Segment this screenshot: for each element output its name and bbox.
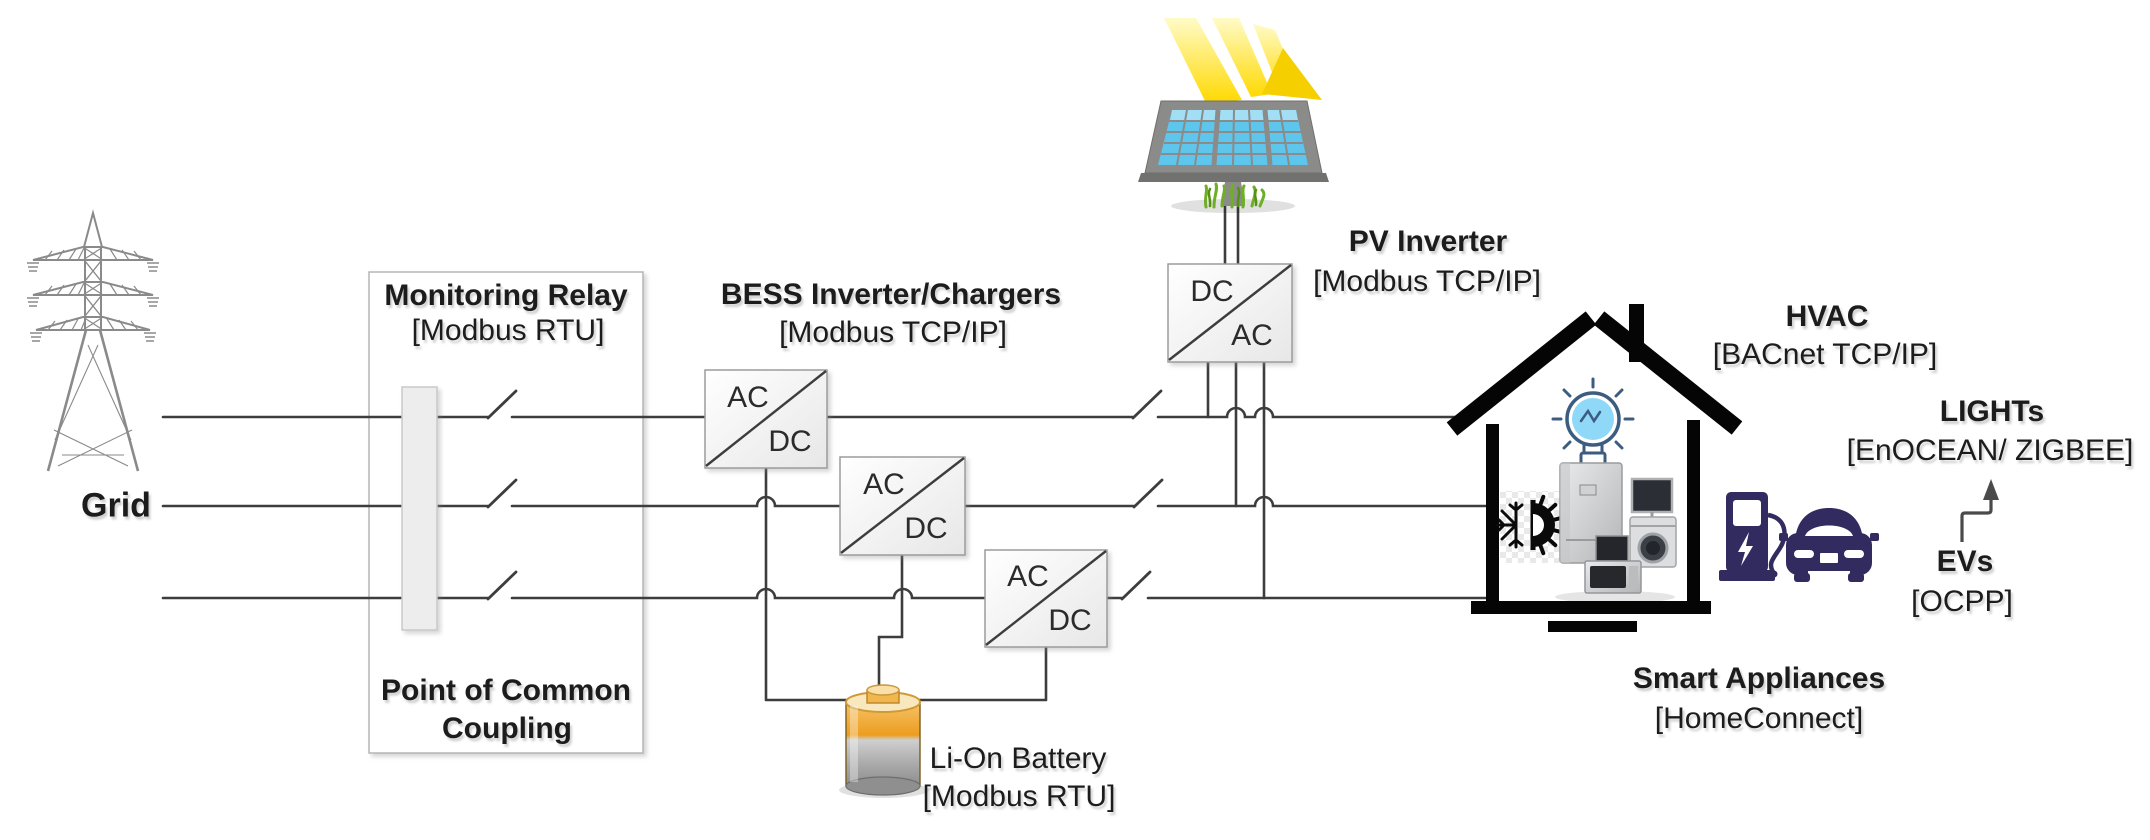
- screen: [1595, 535, 1629, 562]
- doorstep: [1548, 621, 1637, 632]
- bess-converter-2: [839, 456, 966, 556]
- label-pcc-line1: Point of Common: [381, 674, 631, 707]
- bess3-ac-label: AC: [1007, 560, 1049, 593]
- bess2-ac-label: AC: [863, 468, 905, 501]
- wall-right: [1687, 420, 1700, 602]
- breaker-switch: [1132, 478, 1164, 509]
- label-pcc-line2: Coupling: [442, 712, 572, 745]
- battery-icon: [839, 684, 929, 798]
- label-hvac-protocol: [BACnet TCP/IP]: [1712, 338, 1938, 371]
- bus-line-1: [161, 406, 1468, 419]
- label-pv-title: PV Inverter: [1348, 225, 1508, 258]
- bess1-ac-label: AC: [727, 381, 769, 414]
- breaker-switch: [486, 478, 518, 509]
- label-pv-protocol: [Modbus TCP/IP]: [1313, 265, 1541, 298]
- appliances-icon: [1555, 462, 1677, 603]
- breaker-switches: [486, 389, 1164, 601]
- label-bess-protocol: [Modbus TCP/IP]: [779, 316, 1007, 349]
- converter-boxes: [704, 263, 1293, 648]
- grass: [1203, 182, 1266, 209]
- dc-battery-links: [764, 465, 1048, 702]
- ev-car: [1779, 508, 1879, 582]
- ev-charger-icon: [1712, 481, 1879, 587]
- label-appliances-title: Smart Appliances: [1632, 662, 1886, 695]
- label-lights-title: LIGHTs: [1939, 395, 2045, 428]
- breaker-switch: [486, 570, 518, 601]
- bess-converter-3: [984, 549, 1108, 648]
- breaker-switch: [486, 389, 518, 420]
- label-hvac-title: HVAC: [1785, 300, 1869, 333]
- pv-feeder-lines: [1206, 360, 1266, 600]
- label-battery-title: Li-On Battery: [929, 742, 1107, 775]
- hvac-icon: [1495, 491, 1565, 563]
- label-bess-title: BESS Inverter/Chargers: [720, 278, 1062, 311]
- pv-inverter-box: [1167, 263, 1293, 363]
- bus-lines: [161, 204, 1494, 702]
- bus-line-3: [161, 587, 1494, 600]
- bess1-dc-label: DC: [768, 425, 812, 458]
- label-grid: Grid: [81, 486, 151, 525]
- breaker-switch: [1131, 389, 1163, 420]
- tv: [1630, 477, 1674, 514]
- label-evs-title: EVs: [1936, 545, 1994, 578]
- solar-panel-icon: [1138, 18, 1329, 213]
- grid-tower-icon: [27, 209, 159, 472]
- house-icon: [1446, 304, 1743, 632]
- bus-line-2: [161, 495, 1494, 508]
- label-monitoring-relay-protocol: [Modbus RTU]: [411, 314, 605, 347]
- label-monitoring-relay-title: Monitoring Relay: [384, 279, 628, 312]
- bess-converter-1: [704, 369, 828, 469]
- label-battery-protocol: [Modbus RTU]: [922, 780, 1116, 813]
- bess3-dc-label: DC: [1048, 604, 1092, 637]
- evs-to-lights-arrow: [1960, 479, 1999, 542]
- floor: [1471, 601, 1711, 614]
- label-lights-protocol: [EnOCEAN/ ZIGBEE]: [1846, 434, 2134, 467]
- sun-half: [1530, 494, 1565, 556]
- roof-left: [1446, 311, 1597, 436]
- roof-right: [1593, 311, 1743, 435]
- monitoring-relay-bar: [401, 386, 438, 631]
- label-appliances-protocol: [HomeConnect]: [1654, 702, 1864, 735]
- pv-dc-label: DC: [1190, 275, 1234, 308]
- breaker-switch: [1120, 570, 1152, 601]
- pv-panel-wires: [1223, 204, 1240, 266]
- pv-ac-label: AC: [1231, 319, 1273, 352]
- snowflake-half: [1495, 501, 1524, 549]
- bulb-rays: [1551, 377, 1635, 450]
- label-evs-protocol: [OCPP]: [1911, 585, 2013, 618]
- light-bulb-icon: [1551, 377, 1635, 473]
- wall-left: [1486, 424, 1499, 602]
- bess2-dc-label: DC: [904, 512, 948, 545]
